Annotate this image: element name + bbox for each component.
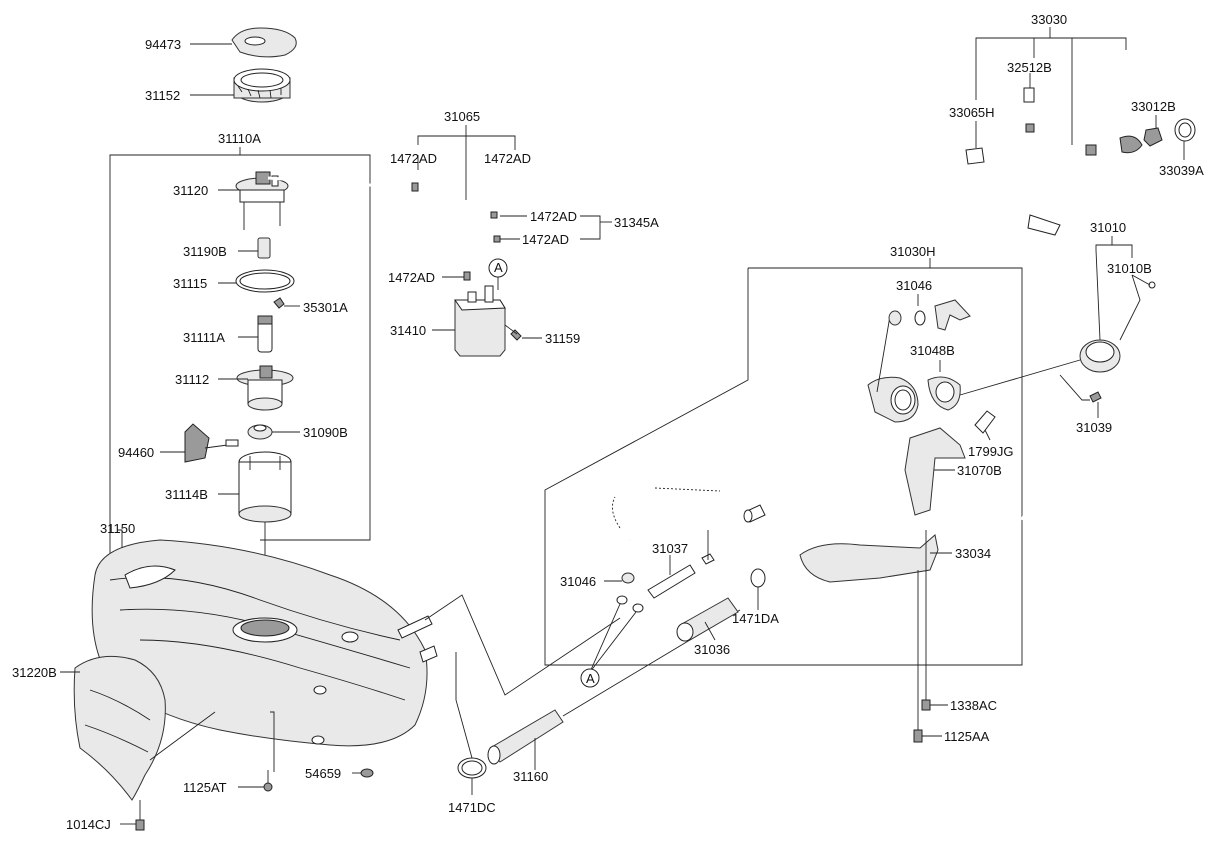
- bolt-1014CJ: [120, 800, 145, 831]
- label-1471DC: 1471DC: [448, 800, 496, 815]
- label-1472AD-e: 1472AD: [388, 270, 435, 285]
- label-31114B: 31114B: [165, 487, 208, 502]
- frame-31030H: [544, 258, 1023, 666]
- clip-35301A: [273, 297, 300, 309]
- label-35301A: 35301A: [303, 300, 348, 315]
- label-31112: 31112: [175, 372, 209, 387]
- label-31345A: 31345A: [614, 215, 659, 230]
- label-1472AD-c: 1472AD: [530, 209, 577, 224]
- label-33065H: 33065H: [949, 105, 995, 120]
- bolt-1125AA: [913, 729, 942, 743]
- tube-assy-33030: [965, 27, 1196, 521]
- leader-31030H-to-tank: [424, 594, 621, 696]
- bolt-1338AC: [921, 699, 948, 711]
- label-1338AC: 1338AC: [950, 698, 997, 713]
- label-31410: 31410: [390, 323, 426, 338]
- label-33034: 33034: [955, 546, 991, 561]
- label-33030: 33030: [1031, 12, 1067, 27]
- label-31090B: 31090B: [303, 425, 348, 440]
- label-94460: 94460: [118, 445, 154, 460]
- pump-holder-31112: [218, 365, 294, 411]
- label-31039: 31039: [1076, 420, 1112, 435]
- label-31115: 31115: [173, 276, 207, 291]
- label-31120: 31120: [173, 183, 208, 198]
- clamp-1471DA: [750, 568, 766, 610]
- label-31111A: 31111A: [183, 330, 225, 345]
- plug-54659: [352, 768, 374, 778]
- label-31037: 31037: [652, 541, 688, 556]
- bracket-31070B: [904, 427, 966, 516]
- label-33039A: 33039A: [1159, 163, 1204, 178]
- label-31036: 31036: [694, 642, 730, 657]
- label-54659: 54659: [305, 766, 341, 781]
- label-32512B: 32512B: [1007, 60, 1052, 75]
- label-1472AD-b: 1472AD: [484, 151, 531, 166]
- valve-31090B: [247, 424, 300, 440]
- label-31048B: 31048B: [910, 343, 955, 358]
- label-1125AT: 1125AT: [183, 780, 227, 795]
- sender-94460: [160, 423, 239, 463]
- label-1014CJ: 1014CJ: [66, 817, 111, 832]
- label-33012B: 33012B: [1131, 99, 1176, 114]
- canister-31410: [432, 258, 542, 357]
- canister-31065-group: [417, 125, 516, 200]
- label-31046-lower: 31046: [560, 574, 596, 589]
- filter-31190B: [238, 237, 271, 259]
- label-1471DA: 1471DA: [732, 611, 779, 626]
- cap-31010: [959, 236, 1156, 418]
- label-1125AA: 1125AA: [944, 729, 990, 744]
- part-labels: 94473 31152 31110A 31120 31190B 31115 35…: [12, 12, 1204, 832]
- label-31070B: 31070B: [957, 463, 1002, 478]
- pump-flange-31120: [218, 171, 289, 230]
- label-ref-A-2: A: [586, 671, 595, 686]
- label-31010: 31010: [1090, 220, 1126, 235]
- label-31010B: 31010B: [1107, 261, 1152, 276]
- label-31159: 31159: [545, 331, 580, 346]
- clips-ref-A: [580, 595, 644, 688]
- ring-31152: [190, 68, 291, 103]
- hose-31036: [676, 504, 766, 642]
- reservoir-31114B: [218, 451, 292, 620]
- label-ref-A-1: A: [494, 260, 503, 275]
- oring-31115: [218, 269, 295, 293]
- label-31030H: 31030H: [890, 244, 936, 259]
- bracket-33034: [799, 530, 952, 735]
- heat-shield-31220B: [60, 655, 216, 801]
- label-31110A: 31110A: [218, 131, 261, 146]
- hose-31160: [487, 609, 741, 770]
- clip-31046-lower: [604, 572, 635, 584]
- filler-pipe: [604, 294, 996, 546]
- label-94473: 94473: [145, 37, 181, 52]
- fuel-tank-31150: [91, 529, 438, 772]
- label-31065: 31065: [444, 109, 480, 124]
- bolt-1125AT: [238, 770, 273, 792]
- label-31220B: 31220B: [12, 665, 57, 680]
- label-1472AD-d: 1472AD: [522, 232, 569, 247]
- label-31190B: 31190B: [183, 244, 227, 259]
- label-1472AD-a: 1472AD: [390, 151, 437, 166]
- pump-motor-31111A: [238, 315, 273, 353]
- label-31046-upper: 31046: [896, 278, 932, 293]
- label-1799JG: 1799JG: [968, 444, 1014, 459]
- cover-94473: [190, 27, 297, 58]
- label-31160: 31160: [513, 769, 548, 784]
- label-31152: 31152: [145, 88, 180, 103]
- vent-hoses: [267, 176, 612, 291]
- label-31150: 31150: [100, 521, 135, 536]
- hose-31037: [647, 530, 715, 599]
- clamp-1471DC: [455, 652, 487, 795]
